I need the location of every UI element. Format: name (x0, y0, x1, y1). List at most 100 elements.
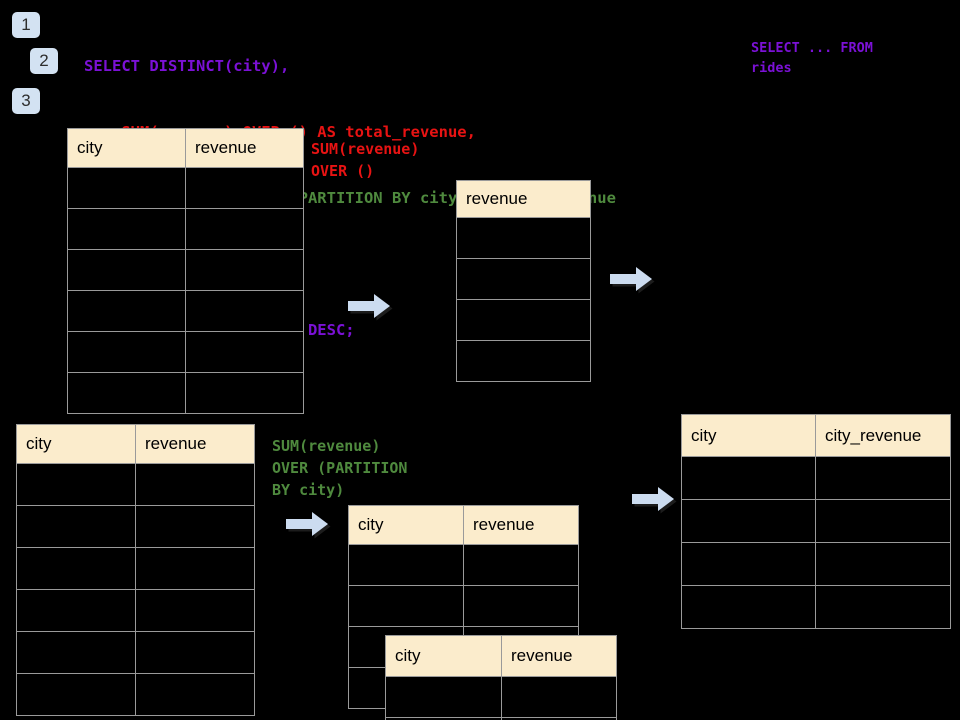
table-row (16, 547, 255, 590)
table-row (16, 673, 255, 716)
table-row (67, 167, 304, 209)
cell (815, 456, 951, 500)
cell (463, 544, 579, 586)
label-sum-over-partition: SUM(revenue) OVER (PARTITION BY city) (272, 437, 408, 499)
cell (385, 676, 502, 718)
table-row (16, 463, 255, 506)
table-row (16, 631, 255, 674)
table-header-row: city revenue (348, 505, 579, 545)
table-row (385, 717, 617, 720)
cell (16, 505, 136, 548)
column-header-revenue: revenue (135, 424, 255, 464)
column-header-city: city (681, 414, 816, 457)
cell (456, 258, 591, 300)
cell (185, 249, 304, 291)
cell (681, 542, 816, 586)
cell (67, 372, 186, 414)
cell (681, 499, 816, 543)
table-total-revenue: revenue (456, 180, 591, 382)
table-row (681, 585, 951, 629)
table-result: city city_revenue (681, 414, 951, 629)
table-header-row: city revenue (16, 424, 255, 464)
arrow-top-left-icon (348, 294, 393, 321)
cell (16, 673, 136, 716)
table-header-row: revenue (456, 180, 591, 218)
sql-line-select: SELECT DISTINCT(city), (84, 57, 290, 75)
cell (348, 585, 464, 627)
cell (456, 340, 591, 382)
cell (348, 544, 464, 586)
column-header-revenue: revenue (463, 505, 579, 545)
table-row (16, 505, 255, 548)
table-row (456, 258, 591, 300)
column-header-city: city (385, 635, 502, 677)
cell (135, 547, 255, 590)
arrow-bottom-left-icon (286, 512, 331, 539)
table-partition-front: city revenue (385, 635, 617, 720)
table-row (456, 299, 591, 341)
table-row (16, 589, 255, 632)
table-row (67, 249, 304, 291)
cell (16, 589, 136, 632)
cell (185, 208, 304, 250)
column-header-revenue: revenue (456, 180, 591, 218)
table-row (67, 290, 304, 332)
cell (67, 167, 186, 209)
table-row (348, 544, 579, 586)
cell (67, 249, 186, 291)
step-badge-2: 2 (30, 48, 58, 74)
cell (681, 456, 816, 500)
cell (681, 585, 816, 629)
cell (185, 167, 304, 209)
table-row (67, 331, 304, 373)
cell (501, 717, 617, 720)
cell (135, 463, 255, 506)
column-header-revenue: revenue (501, 635, 617, 677)
cell (463, 585, 579, 627)
cell (185, 331, 304, 373)
column-header-city: city (67, 128, 186, 168)
step-badge-1: 1 (12, 12, 40, 38)
column-header-city: city (348, 505, 464, 545)
cell (501, 676, 617, 718)
table-partition-back: city revenue (348, 505, 579, 709)
table-row (456, 340, 591, 382)
cell (185, 290, 304, 332)
cell (456, 217, 591, 259)
table-header-row: city city_revenue (681, 414, 951, 457)
cell (135, 631, 255, 674)
cell (815, 499, 951, 543)
table-source-top: city revenue (67, 128, 304, 414)
table-row (67, 208, 304, 250)
cell (815, 585, 951, 629)
table-row (348, 585, 579, 627)
cell (135, 505, 255, 548)
cell (456, 299, 591, 341)
cell (135, 673, 255, 716)
cell (185, 372, 304, 414)
arrow-bottom-right-icon (632, 487, 677, 514)
table-row (456, 217, 591, 259)
table-header-row: city revenue (67, 128, 304, 168)
column-header-city: city (16, 424, 136, 464)
label-select-from-rides: SELECT ... FROM rides (751, 40, 873, 76)
table-row (681, 456, 951, 500)
table-row (681, 499, 951, 543)
cell (67, 208, 186, 250)
table-header-row: city revenue (385, 635, 617, 677)
cell (135, 589, 255, 632)
column-header-city-revenue: city_revenue (815, 414, 951, 457)
table-row (67, 372, 304, 414)
cell (67, 290, 186, 332)
table-source-bottom: city revenue (16, 424, 255, 716)
cell (16, 631, 136, 674)
table-row (385, 676, 617, 718)
arrow-top-right-icon (610, 267, 655, 294)
cell (16, 463, 136, 506)
cell (16, 547, 136, 590)
column-header-revenue: revenue (185, 128, 304, 168)
label-sum-over-empty: SUM(revenue) OVER () (311, 140, 420, 180)
step-badge-3: 3 (12, 88, 40, 114)
cell (67, 331, 186, 373)
